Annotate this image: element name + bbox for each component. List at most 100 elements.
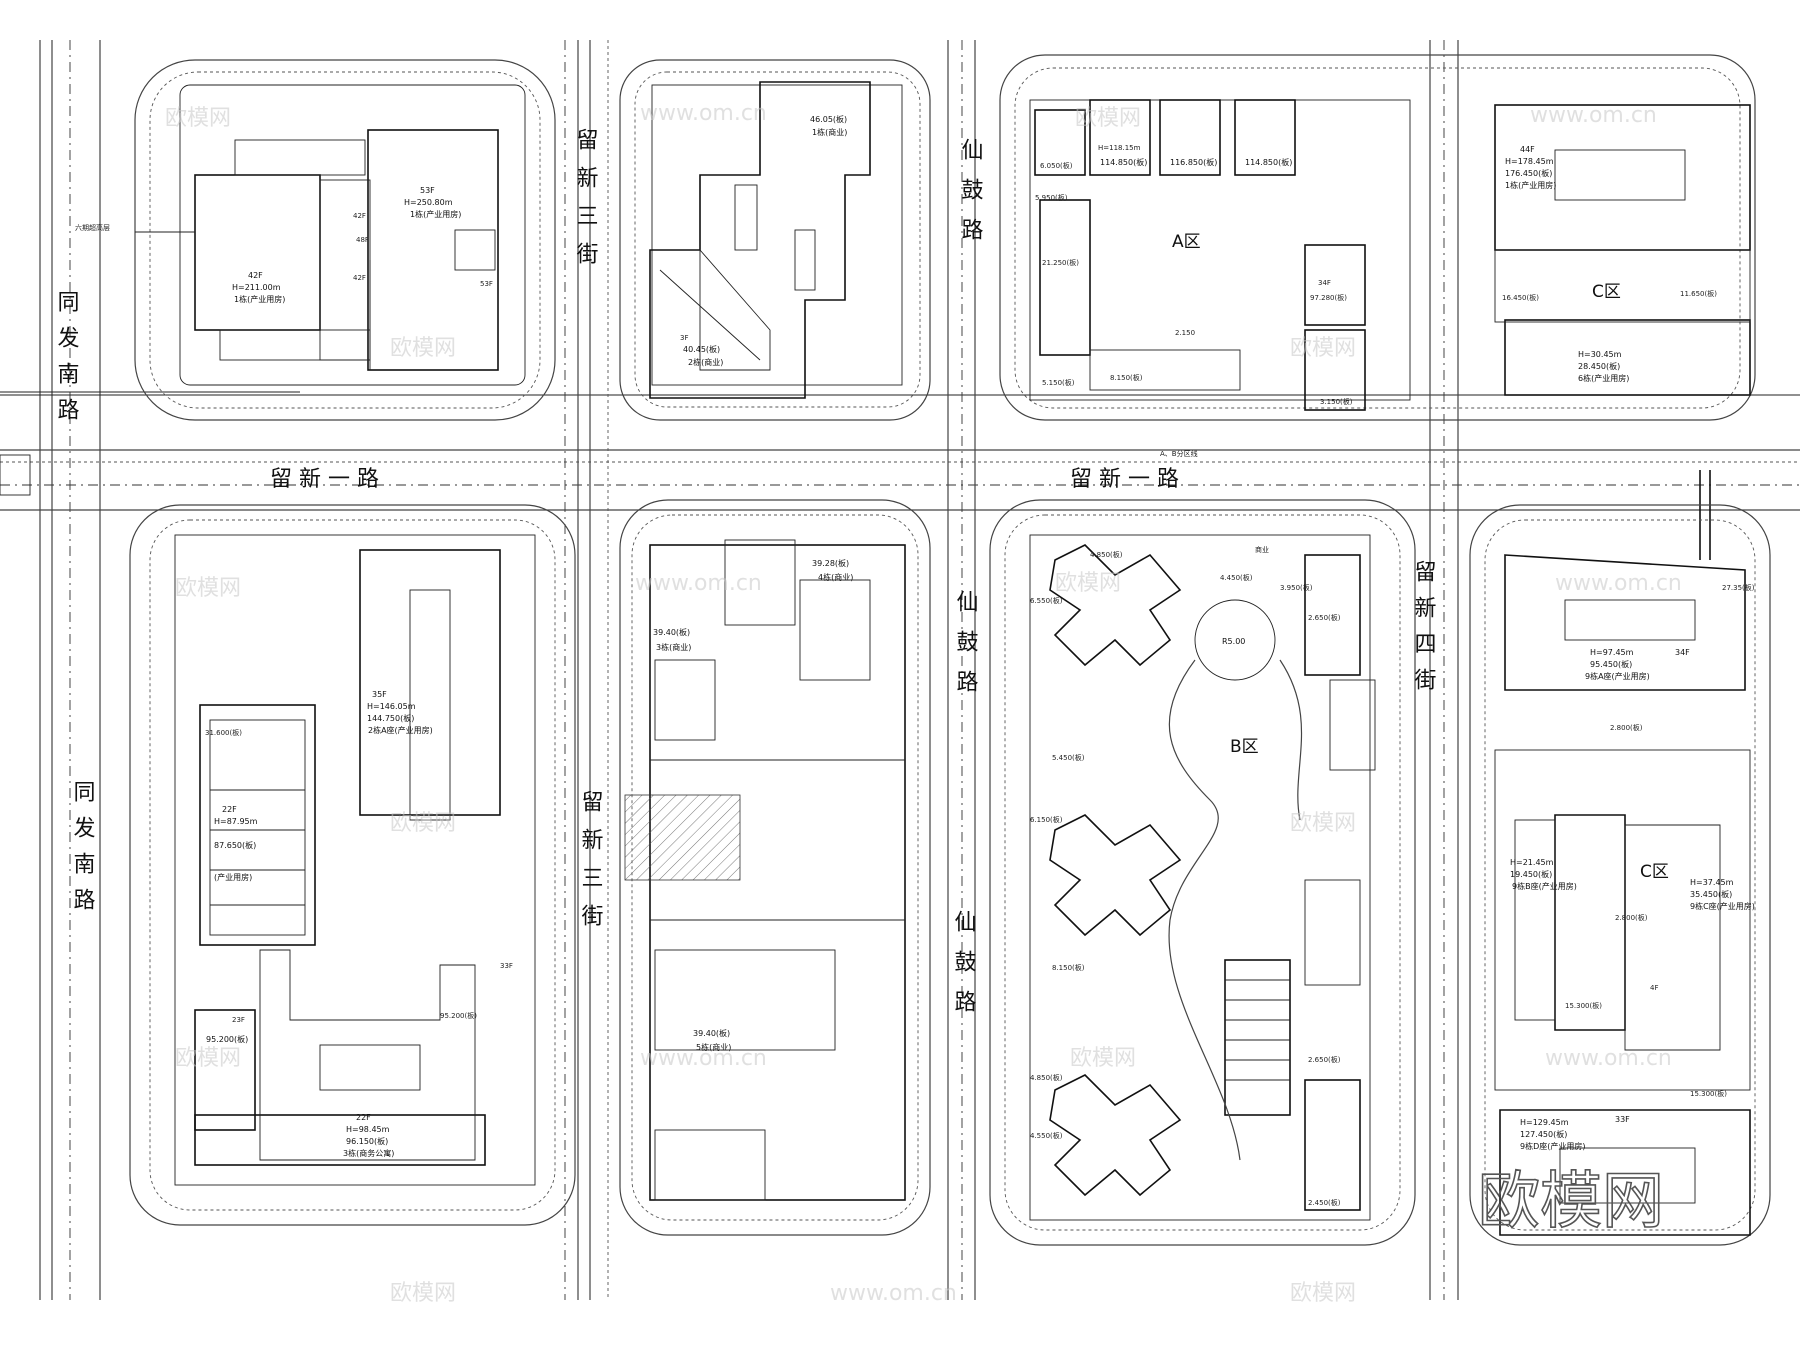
sc-t2-use: 3栋(商业) (656, 642, 691, 652)
sc-t2-level: 39.40(板) (653, 627, 690, 637)
svg-text:欧模网: 欧模网 (1055, 571, 1121, 596)
nc-t2-use: 2栋(商业) (688, 357, 723, 367)
c-t4-use: 9栋D座(产业用房) (1520, 1141, 1586, 1151)
nc-t1-use: 1栋(商业) (812, 127, 847, 137)
block-southeast: R5.00 4.850(板) 6.550(板) 4.450(板) 3.950(板… (989, 499, 1416, 1246)
block-northeast: 114.850(板) 116.850(板) 114.850(板) H=118.1… (999, 54, 1756, 421)
c-t3-use: 9栋C座(产业用房) (1690, 901, 1755, 911)
nw-b2-height: H=250.80m (404, 198, 453, 207)
ne-tower-1: 114.850(板) (1100, 157, 1147, 167)
sw-lv-4: 33F (500, 962, 513, 970)
svg-text:欧模网: 欧模网 (390, 811, 456, 836)
svg-text:www.om.cn: www.om.cn (830, 1281, 957, 1306)
se-circle: R5.00 (1222, 637, 1245, 646)
se-lv-3: 4.450(板) (1220, 573, 1253, 582)
sw-t2-level: 87.650(板) (214, 840, 256, 850)
nw-b1-height: H=211.00m (232, 283, 281, 292)
sw-t4-use: 3栋(商务公寓) (343, 1148, 394, 1158)
sw-lv-1: 31.600(板) (205, 728, 242, 737)
ne-c-level: 28.450(板) (1578, 361, 1620, 371)
road-label-tongfa-north: 同发南路 (54, 290, 80, 434)
nw-side-2: 48F (356, 236, 369, 244)
svg-text:欧模网: 欧模网 (165, 106, 231, 131)
se-shop: 商业 (1255, 545, 1269, 554)
c-t1-level: 95.450(板) (1590, 659, 1632, 669)
ne-c-height: H=30.45m (1578, 350, 1622, 359)
c-lv-6: 4F (1650, 984, 1658, 992)
nw-callout: 六期超高层 (75, 223, 110, 232)
ne-c-use: 6栋(产业用房) (1578, 373, 1629, 383)
svg-text:同发南路: 同发南路 (54, 290, 80, 434)
svg-text:留新三街: 留新三街 (573, 128, 599, 280)
c-t2-use: 9栋B座(产业用房) (1512, 881, 1577, 891)
nw-b1-use: 1栋(产业用房) (234, 294, 285, 304)
ne-mid-level: 97.280(板) (1310, 293, 1347, 302)
road-label-liuxin3-south: 留新三街 (578, 790, 604, 942)
ab-boundary-label: A、B分区线 (1160, 449, 1198, 458)
svg-text:欧模网: 欧模网 (1075, 106, 1141, 131)
zone-c-label-north: C区 (1592, 282, 1621, 302)
se-lv-6: 5.450(板) (1052, 753, 1085, 762)
nc-note: 3F (680, 334, 688, 342)
svg-text:同发南路: 同发南路 (70, 780, 96, 924)
road-label-xiangu-mid: 仙鼓路 (953, 590, 979, 710)
svg-text:www.om.cn: www.om.cn (1545, 1046, 1672, 1071)
road-label-liuxin-east: 留 新 一 路 (1070, 467, 1179, 492)
c-t3-height: H=37.45m (1690, 878, 1734, 887)
road-label-xiangu-north: 仙鼓路 (958, 138, 984, 258)
nw-b1-floors: 42F (248, 271, 263, 280)
sw-t2-height: H=87.95m (214, 817, 258, 826)
sw-t4-height: H=98.45m (346, 1125, 390, 1134)
svg-text:www.om.cn: www.om.cn (635, 571, 762, 596)
svg-text:欧模网: 欧模网 (175, 1046, 241, 1071)
svg-text:欧模网: 欧模网 (1290, 336, 1356, 361)
sw-t2-floors: 22F (222, 805, 237, 814)
se-lv-1: 4.850(板) (1090, 550, 1123, 559)
road-label-tongfa-south: 同发南路 (70, 780, 96, 924)
svg-text:www.om.cn: www.om.cn (1555, 571, 1682, 596)
road-label-liuxin4: 留新四街 (1411, 560, 1437, 704)
sw-lv-3: 23F (232, 1016, 245, 1024)
nc-t2-level: 40.45(板) (683, 344, 720, 354)
ne-lv-10: 11.650(板) (1680, 289, 1717, 298)
svg-text:留新四街: 留新四街 (1411, 560, 1437, 704)
sc-t3-level: 39.40(板) (693, 1028, 730, 1038)
svg-text:www.om.cn: www.om.cn (640, 1046, 767, 1071)
svg-text:欧模网: 欧模网 (390, 336, 456, 361)
c-t4-height: H=129.45m (1520, 1118, 1569, 1127)
sw-t1-height: H=146.05m (367, 702, 416, 711)
svg-text:欧模网: 欧模网 (1070, 1046, 1136, 1071)
c-lv-2: 2.800(板) (1610, 723, 1643, 732)
sc-t3-use: 5栋(商业) (696, 1042, 731, 1052)
se-lv-11: 2.650(板) (1308, 1055, 1341, 1064)
sw-lv-2: 95.200(板) (440, 1011, 477, 1020)
nw-b2-use: 1栋(产业用房) (410, 209, 461, 219)
svg-text:欧模网: 欧模网 (1290, 1281, 1356, 1306)
se-lv-5: 2.650(板) (1308, 613, 1341, 622)
se-lv-7: 6.150(板) (1030, 815, 1063, 824)
zone-b-label: B区 (1230, 737, 1259, 757)
ne-tower-2: 116.850(板) (1170, 157, 1217, 167)
sw-t4-floors: 22F (356, 1113, 371, 1122)
sc-t1-use: 4栋(商业) (818, 572, 853, 582)
c-t2-level: 19.450(板) (1510, 869, 1552, 879)
c-lv-5: 15.300(板) (1690, 1089, 1727, 1098)
nw-side-1: 42F (353, 212, 366, 220)
ne-lv-9: 16.450(板) (1502, 293, 1539, 302)
sw-t3-level: 95.200(板) (206, 1034, 248, 1044)
c-t2-height: H=21.45m (1510, 858, 1554, 867)
svg-text:www.om.cn: www.om.cn (1530, 103, 1657, 128)
c-t4-level: 127.450(板) (1520, 1129, 1567, 1139)
ne-tower-a-height: H=178.45m (1505, 157, 1554, 166)
sw-t1-level: 144.750(板) (367, 713, 414, 723)
block-southwest: 35F H=146.05m 144.750(板) 2栋A座(产业用房) 22F … (129, 504, 576, 1226)
ne-tower-3: 114.850(板) (1245, 157, 1292, 167)
ne-lv-1: 6.050(板) (1040, 161, 1073, 170)
sw-t1-floors: 35F (372, 690, 387, 699)
block-southcenter: 39.28(板) 4栋(商业) 39.40(板) 3栋(商业) 39.40(板)… (619, 499, 931, 1236)
ne-lv-8: 3.150(板) (1320, 397, 1353, 406)
block-northcenter: 46.05(板) 1栋(商业) 40.45(板) 2栋(商业) 3F (619, 59, 931, 421)
nc-t1-level: 46.05(板) (810, 114, 847, 124)
sw-t4-level: 96.150(板) (346, 1136, 388, 1146)
